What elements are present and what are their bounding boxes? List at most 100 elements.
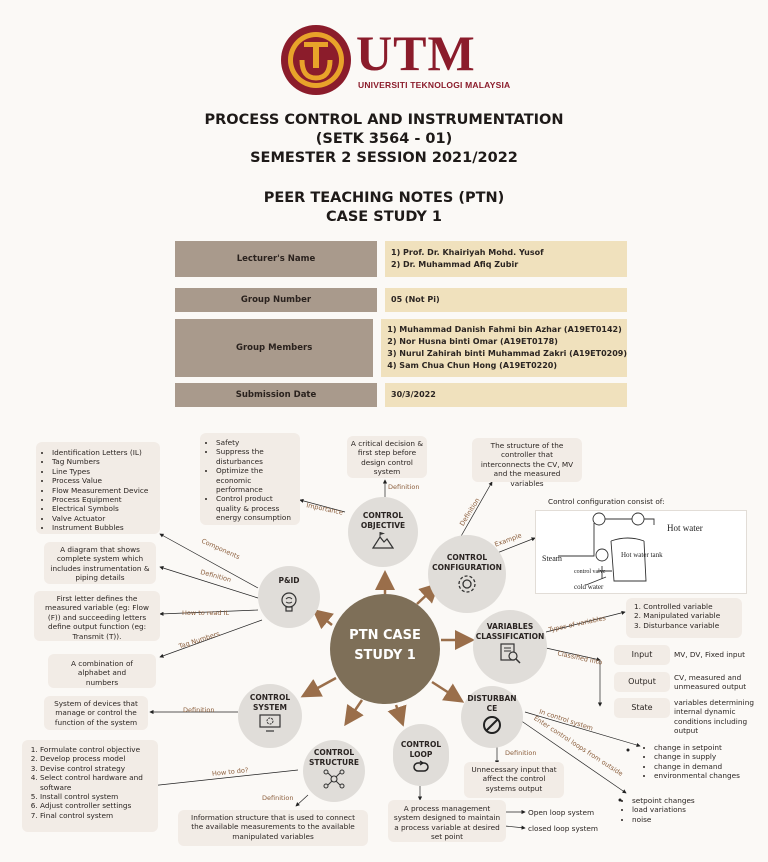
importance-item: Suppress the disturbances: [216, 447, 296, 466]
loop-icon: [413, 760, 429, 772]
disturbance-item: load variations: [632, 805, 695, 814]
structure-step: Final control system: [40, 811, 154, 820]
disturbance-item: change in setpoint: [654, 743, 740, 752]
pid-read-il-box: First letter defines the measured variab…: [34, 591, 160, 641]
variable-types-box: 1. Controlled variable 2. Manipulated va…: [626, 598, 742, 638]
group-number-label: Group Number: [175, 288, 377, 312]
utm-logo: UTM UNIVERSITI TEKNOLOGI MALAYSIA: [280, 24, 510, 96]
classified-output-key: Output: [614, 672, 670, 692]
lecturer-1: 1) Prof. Dr. Khairiyah Mohd. Yusof: [391, 248, 544, 257]
pid-component: Electrical Symbols: [52, 504, 156, 513]
classified-output-value: CV, measured and unmeasured output: [674, 673, 747, 692]
structure-step: Install control system: [40, 792, 154, 801]
disturbance-item: change in supply: [654, 752, 740, 761]
pid-tag-numbers-box: A combination of alphabet and numbers: [48, 654, 156, 688]
importance-box: Safety Suppress the disturbances Optimiz…: [200, 433, 300, 525]
lecturer-values: 1) Prof. Dr. Khairiyah Mohd. Yusof 2) Dr…: [385, 241, 627, 277]
node-pid-label: P&ID: [278, 576, 300, 585]
node-control-system: CONTROL SYSTEM: [238, 684, 302, 748]
control-system-definition-box: System of devices that manage or control…: [44, 696, 148, 730]
gear-icon: [458, 575, 476, 593]
course-title-block: PROCESS CONTROL AND INSTRUMENTATION (SET…: [0, 111, 768, 168]
node-pid: P&ID: [258, 566, 320, 628]
semester: SEMESTER 2 SESSION 2021/2022: [250, 150, 518, 166]
mindmap-center: PTN CASE STUDY 1: [330, 594, 440, 704]
control-loop-definition-box: A process management system designed to …: [388, 800, 506, 842]
mountain-flag-icon: [371, 532, 395, 549]
connector-system-definition: Definition: [183, 706, 215, 714]
prohibited-icon: [483, 716, 501, 734]
member-3: 3) Nurul Zahirah binti Muhammad Zakri (A…: [387, 349, 627, 358]
importance-item: Control product quality & process energy…: [216, 494, 296, 522]
network-icon: [323, 769, 345, 789]
pid-component: Flow Measurement Device: [52, 486, 156, 495]
open-loop-label: Open loop system: [528, 808, 595, 817]
node-control-configuration: CONTROL CONFIGURATION: [428, 535, 506, 613]
node-loop-line2: LOOP: [409, 750, 433, 759]
variable-type: 3. Disturbance variable: [634, 620, 720, 630]
group-members-label: Group Members: [175, 319, 374, 377]
node-loop-line1: CONTROL: [400, 740, 442, 749]
node-structure-line2: STRUCTURE: [309, 758, 359, 767]
configuration-sketch: Hot water Steam Hot water tank control v…: [535, 510, 747, 594]
ptn-title-block: PEER TEACHING NOTES (PTN) CASE STUDY 1: [0, 189, 768, 227]
submission-label: Submission Date: [175, 383, 377, 407]
configuration-definition-box: The structure of the controller that int…: [472, 438, 582, 488]
monitor-gear-icon: [259, 714, 281, 732]
connector-how-to-read: How to read IL: [182, 609, 230, 617]
sketch-label-hot-water: Hot water: [667, 523, 703, 533]
pid-component: Tag Numbers: [52, 457, 156, 466]
node-control-loop: CONTROL LOOP: [393, 724, 449, 786]
structure-step: Adjust controller settings: [40, 801, 154, 810]
submission-row: Submission Date 30/3/2022: [175, 383, 627, 407]
node-disturbance: DISTURBAN CE: [461, 686, 523, 748]
utm-seal-icon: [281, 25, 351, 95]
structure-step: Select control hardware and software: [40, 773, 154, 792]
classified-state-value: variables determining internal dynamic c…: [674, 698, 754, 736]
sketch-label-tank: Hot water tank: [621, 551, 663, 559]
pid-component: Process Value: [52, 476, 156, 485]
control-structure-definition-box: Information structure that is used to co…: [178, 810, 368, 846]
process-sketch-drawing: Hot water Steam Hot water tank control v…: [542, 512, 703, 591]
structure-step: Devise control strategy: [40, 764, 154, 773]
connector-disturbance-definition: Definition: [505, 749, 537, 757]
sketch-label-steam: Steam: [542, 554, 563, 563]
course-title: PROCESS CONTROL AND INSTRUMENTATION: [204, 112, 564, 128]
submission-date: 30/3/2022: [385, 383, 627, 407]
case-study-title: CASE STUDY 1: [326, 209, 442, 225]
variable-type: 2. Manipulated variable: [634, 611, 721, 621]
importance-item: Safety: [216, 438, 296, 447]
node-system-line2: SYSTEM: [253, 703, 287, 712]
node-system-line1: CONTROL: [249, 693, 291, 702]
utm-logo-text: UTM: [356, 25, 476, 81]
structure-step: Formulate control objective: [40, 745, 154, 754]
node-config-line2: CONFIGURATION: [432, 563, 502, 572]
utm-logo-subtitle: UNIVERSITI TEKNOLOGI MALAYSIA: [358, 80, 511, 90]
configuration-example-title: Control configuration consist of:: [548, 497, 665, 506]
structure-step: Develop process model: [40, 754, 154, 763]
node-objective-line1: CONTROL: [362, 511, 404, 520]
variable-type: 1. Controlled variable: [634, 602, 713, 611]
lecturer-2: 2) Dr. Muhammad Afiq Zubir: [391, 260, 519, 269]
member-2: 2) Nor Husna binti Omar (A19ET0178): [387, 337, 558, 346]
node-disturbance-line2: CE: [486, 704, 498, 713]
classified-input-value: MV, DV, Fixed input: [674, 650, 746, 659]
disturbance-item: environmental changes: [654, 771, 740, 780]
closed-loop-label: closed loop system: [528, 824, 599, 833]
brain-bulb-icon: [281, 592, 297, 612]
disturbance-definition-box: Unnecessary input that affect the contro…: [464, 762, 564, 798]
pid-definition-box: A diagram that shows complete system whi…: [44, 542, 156, 584]
report-search-icon: [500, 643, 521, 664]
node-control-objective: CONTROL OBJECTIVE: [348, 497, 418, 567]
node-objective-line2: OBJECTIVE: [360, 521, 406, 530]
connector-objective-definition: Definition: [388, 483, 420, 491]
lecturer-row: Lecturer's Name 1) Prof. Dr. Khairiyah M…: [175, 241, 627, 277]
center-line-2: STUDY 1: [354, 648, 416, 663]
course-code: (SETK 3564 - 01): [315, 131, 453, 147]
node-variables-line2: CLASSIFICATION: [475, 632, 545, 641]
pid-component: Instrument Bubbles: [52, 523, 156, 532]
node-config-line1: CONTROL: [446, 553, 488, 562]
group-members-row: Group Members 1) Muhammad Danish Fahmi b…: [175, 319, 627, 377]
node-disturbance-line1: DISTURBAN: [467, 694, 517, 703]
